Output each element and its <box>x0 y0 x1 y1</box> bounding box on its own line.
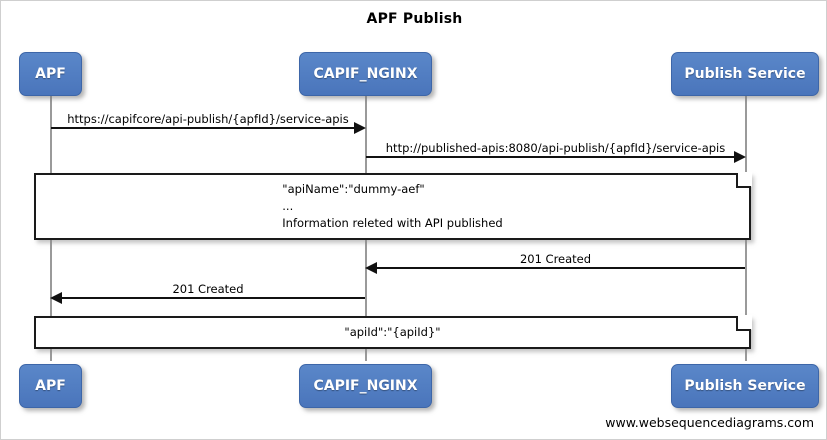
message-2-label: http://published-apis:8080/api-publish/{… <box>385 141 726 155</box>
message-3-label: 201 Created <box>519 252 592 266</box>
message-1-line <box>51 127 354 129</box>
message-3-arrowhead-icon <box>365 262 377 274</box>
note-response-payload-fold-cut-icon <box>737 315 752 330</box>
note-response-payload-lines: "apiId":"{apiId}" <box>344 324 440 341</box>
note-request-payload-fold-cut-icon <box>737 172 752 187</box>
participant-apf-top-label: APF <box>35 66 66 82</box>
note-request-payload: "apiName":"dummy-aef" ... Information re… <box>34 172 752 240</box>
watermark-link[interactable]: www.websequencediagrams.com <box>605 415 814 430</box>
message-4-arrowhead-icon <box>50 292 62 304</box>
participant-capif-nginx-top[interactable]: CAPIF_NGINX <box>299 52 432 96</box>
participant-apf-bottom[interactable]: APF <box>19 364 82 408</box>
message-4-line <box>62 297 365 299</box>
page-title: APF Publish <box>366 11 463 27</box>
participant-capif-nginx-top-label: CAPIF_NGINX <box>313 66 418 82</box>
message-1-label: https://capifcore/api-publish/{apfId}/se… <box>67 112 349 126</box>
participant-capif-nginx-bottom[interactable]: CAPIF_NGINX <box>299 364 432 408</box>
note-response-payload-body: "apiId":"{apiId}" <box>36 318 749 347</box>
message-2-arrowhead-icon <box>734 151 746 163</box>
message-4-label: 201 Created <box>172 282 244 296</box>
note-request-payload-lines: "apiName":"dummy-aef" ... Information re… <box>282 181 502 232</box>
message-2-line <box>366 156 734 158</box>
note-request-payload-line-2: ... <box>282 199 294 213</box>
message-3-line <box>377 267 745 269</box>
note-request-payload-body: "apiName":"dummy-aef" ... Information re… <box>36 175 749 238</box>
participant-capif-nginx-bottom-label: CAPIF_NGINX <box>313 378 418 394</box>
note-response-payload: "apiId":"{apiId}" <box>34 315 752 349</box>
participant-publish-service-bottom[interactable]: Publish Service <box>671 364 819 408</box>
note-request-payload-line-3: Information releted with API published <box>282 216 503 230</box>
participant-publish-service-top[interactable]: Publish Service <box>671 52 819 96</box>
participant-apf-bottom-label: APF <box>35 378 66 394</box>
note-response-payload-line-1: "apiId":"{apiId}" <box>344 325 441 339</box>
note-request-payload-line-1: "apiName":"dummy-aef" <box>282 182 425 196</box>
participant-publish-service-bottom-label: Publish Service <box>684 378 806 394</box>
message-1-arrowhead-icon <box>354 122 366 134</box>
participant-publish-service-top-label: Publish Service <box>684 66 806 82</box>
participant-apf-top[interactable]: APF <box>19 52 82 96</box>
